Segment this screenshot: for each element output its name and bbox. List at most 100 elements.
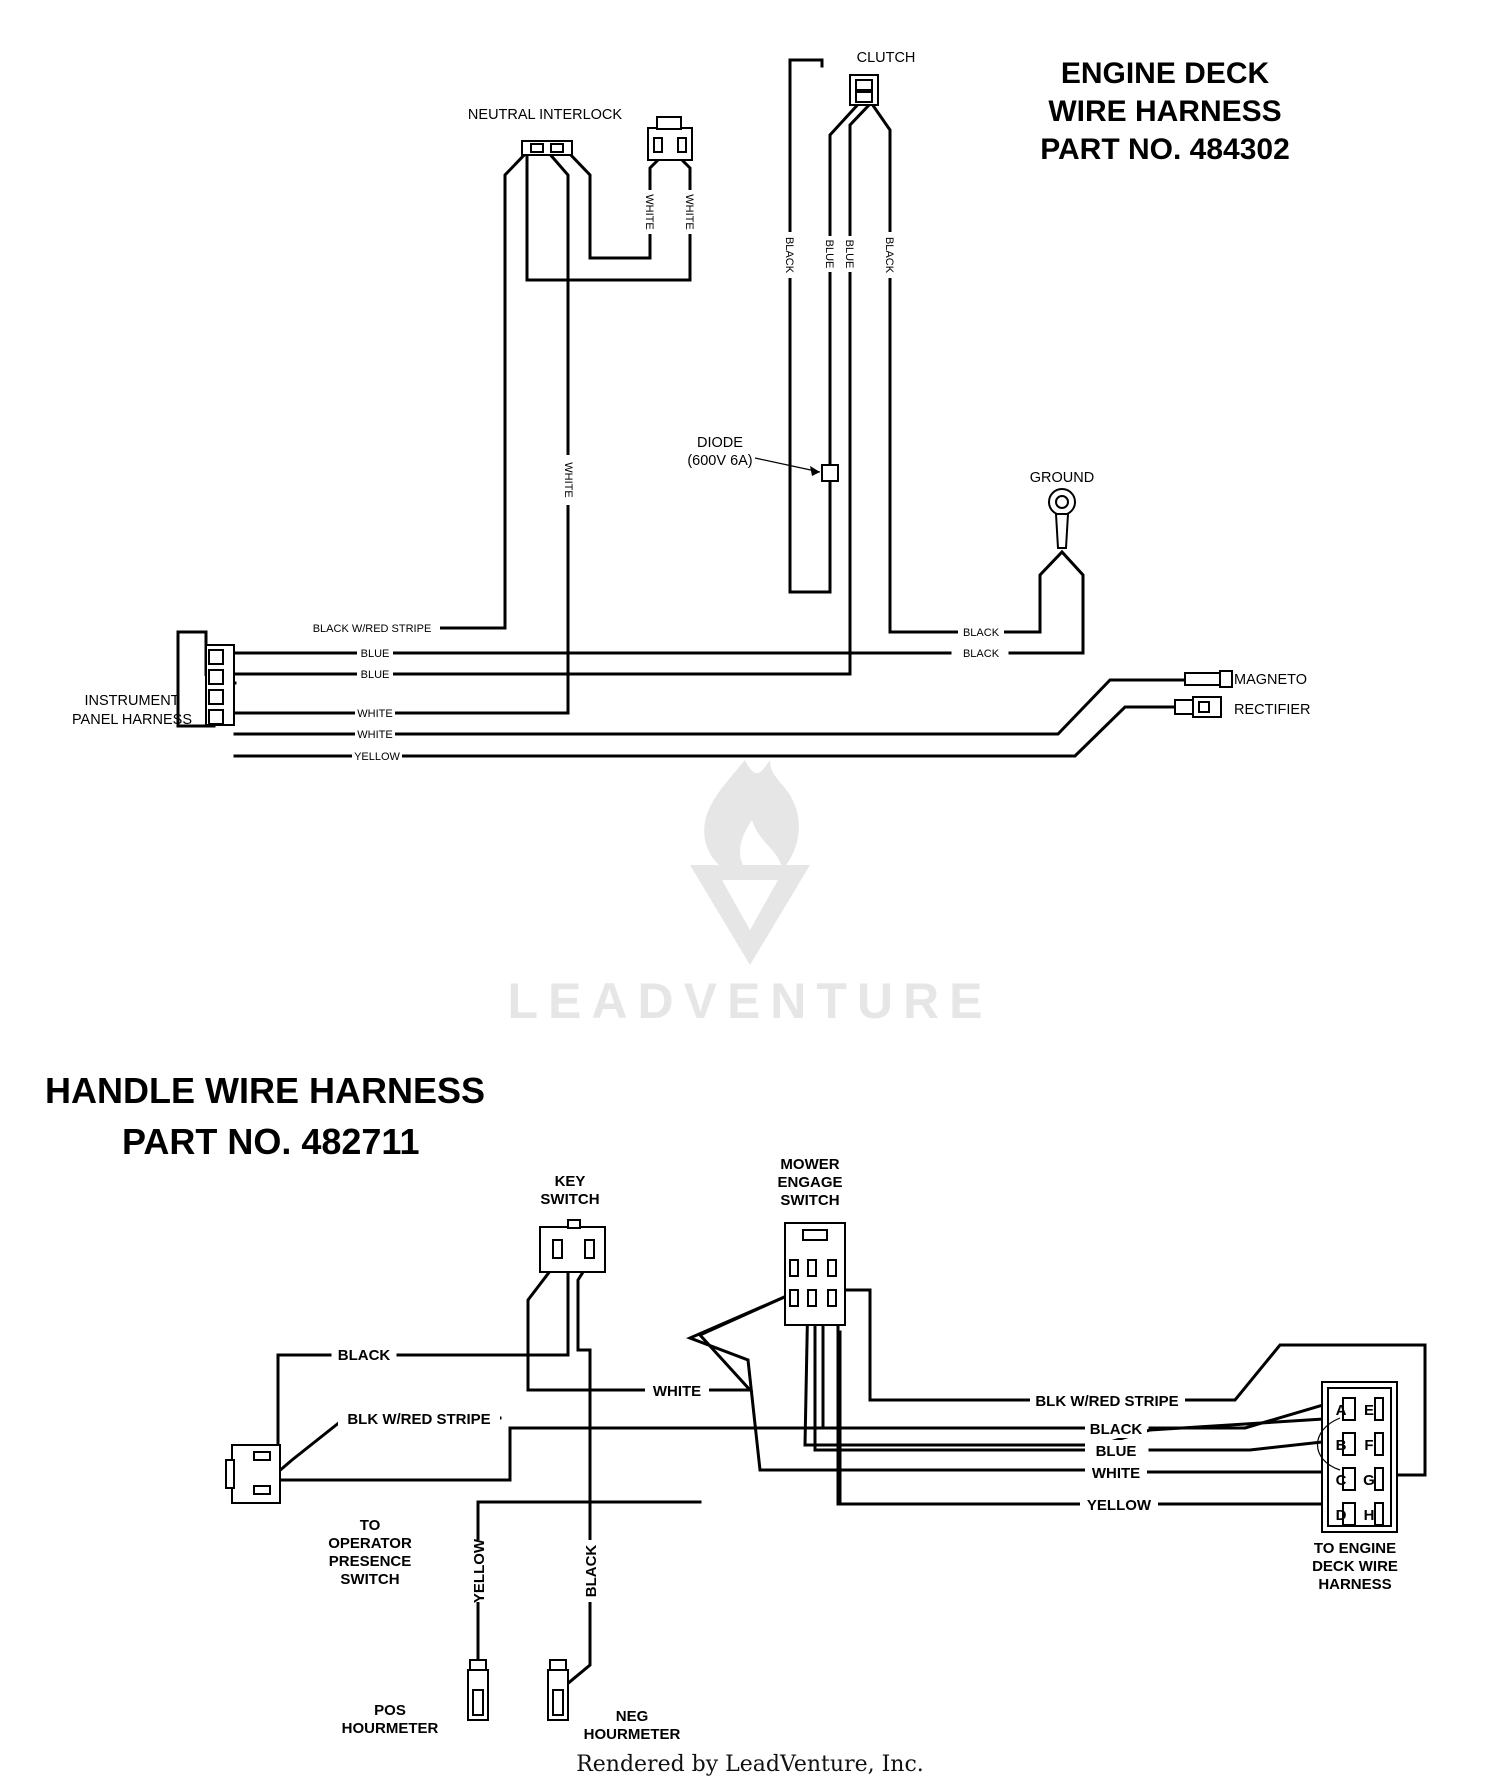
- label-pos-1: POS: [374, 1702, 406, 1719]
- ground-ring-icon: [1048, 488, 1076, 549]
- engine-wire-tags: BLACK W/RED STRIPE BLUE BLUE WHITE WHITE…: [305, 190, 1004, 763]
- wire-clutch-black-left: [788, 58, 824, 594]
- wire-yellow: [233, 705, 1177, 758]
- neutral-interlock-switch: [647, 116, 693, 161]
- label-diode-1: DIODE: [697, 435, 743, 451]
- label-mower-1: MOWER: [780, 1156, 839, 1173]
- engine-components: [205, 74, 1233, 726]
- tag-clutch-black-1: BLACK: [783, 237, 795, 274]
- tag-white-1: WHITE: [357, 708, 392, 720]
- pin-f: F: [1364, 1437, 1373, 1454]
- label-mower-3: SWITCH: [780, 1192, 839, 1209]
- watermark-v-icon: [690, 865, 810, 965]
- label-mower-2: ENGAGE: [777, 1174, 842, 1191]
- label-ground: GROUND: [1030, 470, 1094, 486]
- engine-title-line1: ENGINE DECK: [1061, 57, 1270, 90]
- wire-clutch-black-return: [788, 273, 832, 594]
- h-tag-blkred-right: BLK W/RED STRIPE: [1035, 1393, 1178, 1410]
- wire-white-1: [233, 700, 570, 715]
- tag-blue-2: BLUE: [361, 669, 390, 681]
- pos-hourmeter-terminal: [467, 1659, 489, 1721]
- handle-title: HANDLE WIRE HARNESS PART NO. 482711: [45, 1070, 485, 1162]
- label-op-4: SWITCH: [340, 1571, 399, 1588]
- pin-d: D: [1336, 1507, 1347, 1524]
- tag-white-vertical: WHITE: [562, 462, 574, 497]
- diode: [754, 457, 839, 482]
- h-wire-black-op: [266, 1256, 570, 1462]
- engine-deck-title: ENGINE DECK WIRE HARNESS PART NO. 484302: [1040, 57, 1290, 166]
- magneto-terminal: [1184, 670, 1233, 688]
- tag-white-2: WHITE: [357, 729, 392, 741]
- label-pos-2: HOURMETER: [342, 1720, 439, 1737]
- label-neg-1: NEG: [616, 1708, 649, 1725]
- h-tag-yellow-right: YELLOW: [1087, 1497, 1152, 1514]
- h-wire-op-return: [276, 1426, 512, 1482]
- tag-black-ground-2: BLACK: [963, 648, 1000, 660]
- h-wire-blue-right: [813, 1318, 1342, 1452]
- wire-ground: [1003, 549, 1085, 655]
- handle-title-line2: PART NO. 482711: [122, 1121, 419, 1162]
- wire-black-red: [176, 149, 530, 728]
- handle-labels: KEY SWITCH MOWER ENGAGE SWITCH TO OPERAT…: [328, 1156, 1398, 1743]
- h-tag-white-right: WHITE: [1092, 1465, 1140, 1482]
- label-engine-1: TO ENGINE: [1314, 1540, 1396, 1557]
- h-tag-white: WHITE: [653, 1383, 701, 1400]
- pin-c: C: [1336, 1472, 1347, 1489]
- h-tag-black: BLACK: [338, 1347, 391, 1364]
- label-engine-3: HARNESS: [1318, 1576, 1391, 1593]
- label-rectifier: RECTIFIER: [1234, 702, 1311, 718]
- label-instrument-2: PANEL HARNESS: [72, 712, 192, 728]
- label-op-3: PRESENCE: [329, 1553, 412, 1570]
- tag-black-red: BLACK W/RED STRIPE: [313, 623, 432, 635]
- h-tag-black-right: BLACK: [1090, 1421, 1143, 1438]
- label-neg-2: HOURMETER: [584, 1726, 681, 1743]
- tag-white-interlock-2: WHITE: [683, 194, 695, 229]
- h-tag-blkred-left: BLK W/RED STRIPE: [347, 1411, 490, 1428]
- tag-white-interlock-1: WHITE: [643, 194, 655, 229]
- h-tag-black-vertical: BLACK: [583, 1545, 600, 1598]
- label-diode-2: (600V 6A): [687, 453, 752, 469]
- h-wire-blkred-right: [830, 1288, 1427, 1477]
- clutch-connector: [849, 74, 879, 106]
- instrument-panel-connector: [205, 644, 235, 726]
- engine-title-line2: WIRE HARNESS: [1048, 95, 1281, 128]
- handle-wire-tags: BLACK WHITE BLK W/RED STRIPE BLK W/RED S…: [333, 1344, 1185, 1603]
- h-tag-blue-right: BLUE: [1096, 1443, 1137, 1460]
- h-wire-key-black-down: [557, 1255, 595, 1693]
- wire-clutch-black-right: [869, 101, 962, 634]
- label-magneto: MAGNETO: [1234, 672, 1307, 688]
- watermark-flame-icon: [704, 760, 799, 876]
- label-clutch: CLUTCH: [857, 50, 916, 66]
- tag-clutch-black-2: BLACK: [883, 237, 895, 274]
- wire-blue-2: [233, 273, 852, 676]
- h-wire-mower-1: [686, 1283, 1122, 1472]
- label-neutral-interlock: NEUTRAL INTERLOCK: [468, 107, 622, 123]
- pin-h: H: [1364, 1507, 1375, 1524]
- h-tag-yellow-vertical: YELLOW: [471, 1538, 488, 1603]
- tag-blue-1: BLUE: [361, 648, 390, 660]
- mower-engage-switch: [784, 1222, 846, 1326]
- handle-wires: [266, 1255, 1427, 1693]
- tag-clutch-blue-1: BLUE: [823, 240, 835, 269]
- wire-clutch-blue: [828, 97, 873, 277]
- wire-white-2: [233, 678, 1187, 736]
- h-wire-yellow-pos: [476, 1330, 1342, 1667]
- label-op-1: TO: [360, 1517, 381, 1534]
- pin-e: E: [1364, 1402, 1374, 1419]
- engine-title-line3: PART NO. 484302: [1040, 133, 1290, 166]
- h-wire-black-right: [821, 1318, 1342, 1430]
- handle-components: A B C D E F G H: [225, 1219, 1398, 1721]
- operator-presence-connector: [225, 1444, 281, 1504]
- watermark-text: LEADVENTURE: [507, 973, 992, 1029]
- engine-deck-wires: [176, 58, 1187, 758]
- pin-b: B: [1336, 1437, 1347, 1454]
- label-key-1: KEY: [555, 1173, 586, 1190]
- handle-title-line1: HANDLE WIRE HARNESS: [45, 1070, 485, 1111]
- pin-g: G: [1363, 1472, 1375, 1489]
- tag-black-ground-1: BLACK: [963, 627, 1000, 639]
- watermark: LEADVENTURE: [507, 760, 992, 1029]
- pin-a: A: [1336, 1402, 1347, 1419]
- key-switch: [539, 1219, 606, 1273]
- neutral-interlock-connector: [521, 140, 573, 156]
